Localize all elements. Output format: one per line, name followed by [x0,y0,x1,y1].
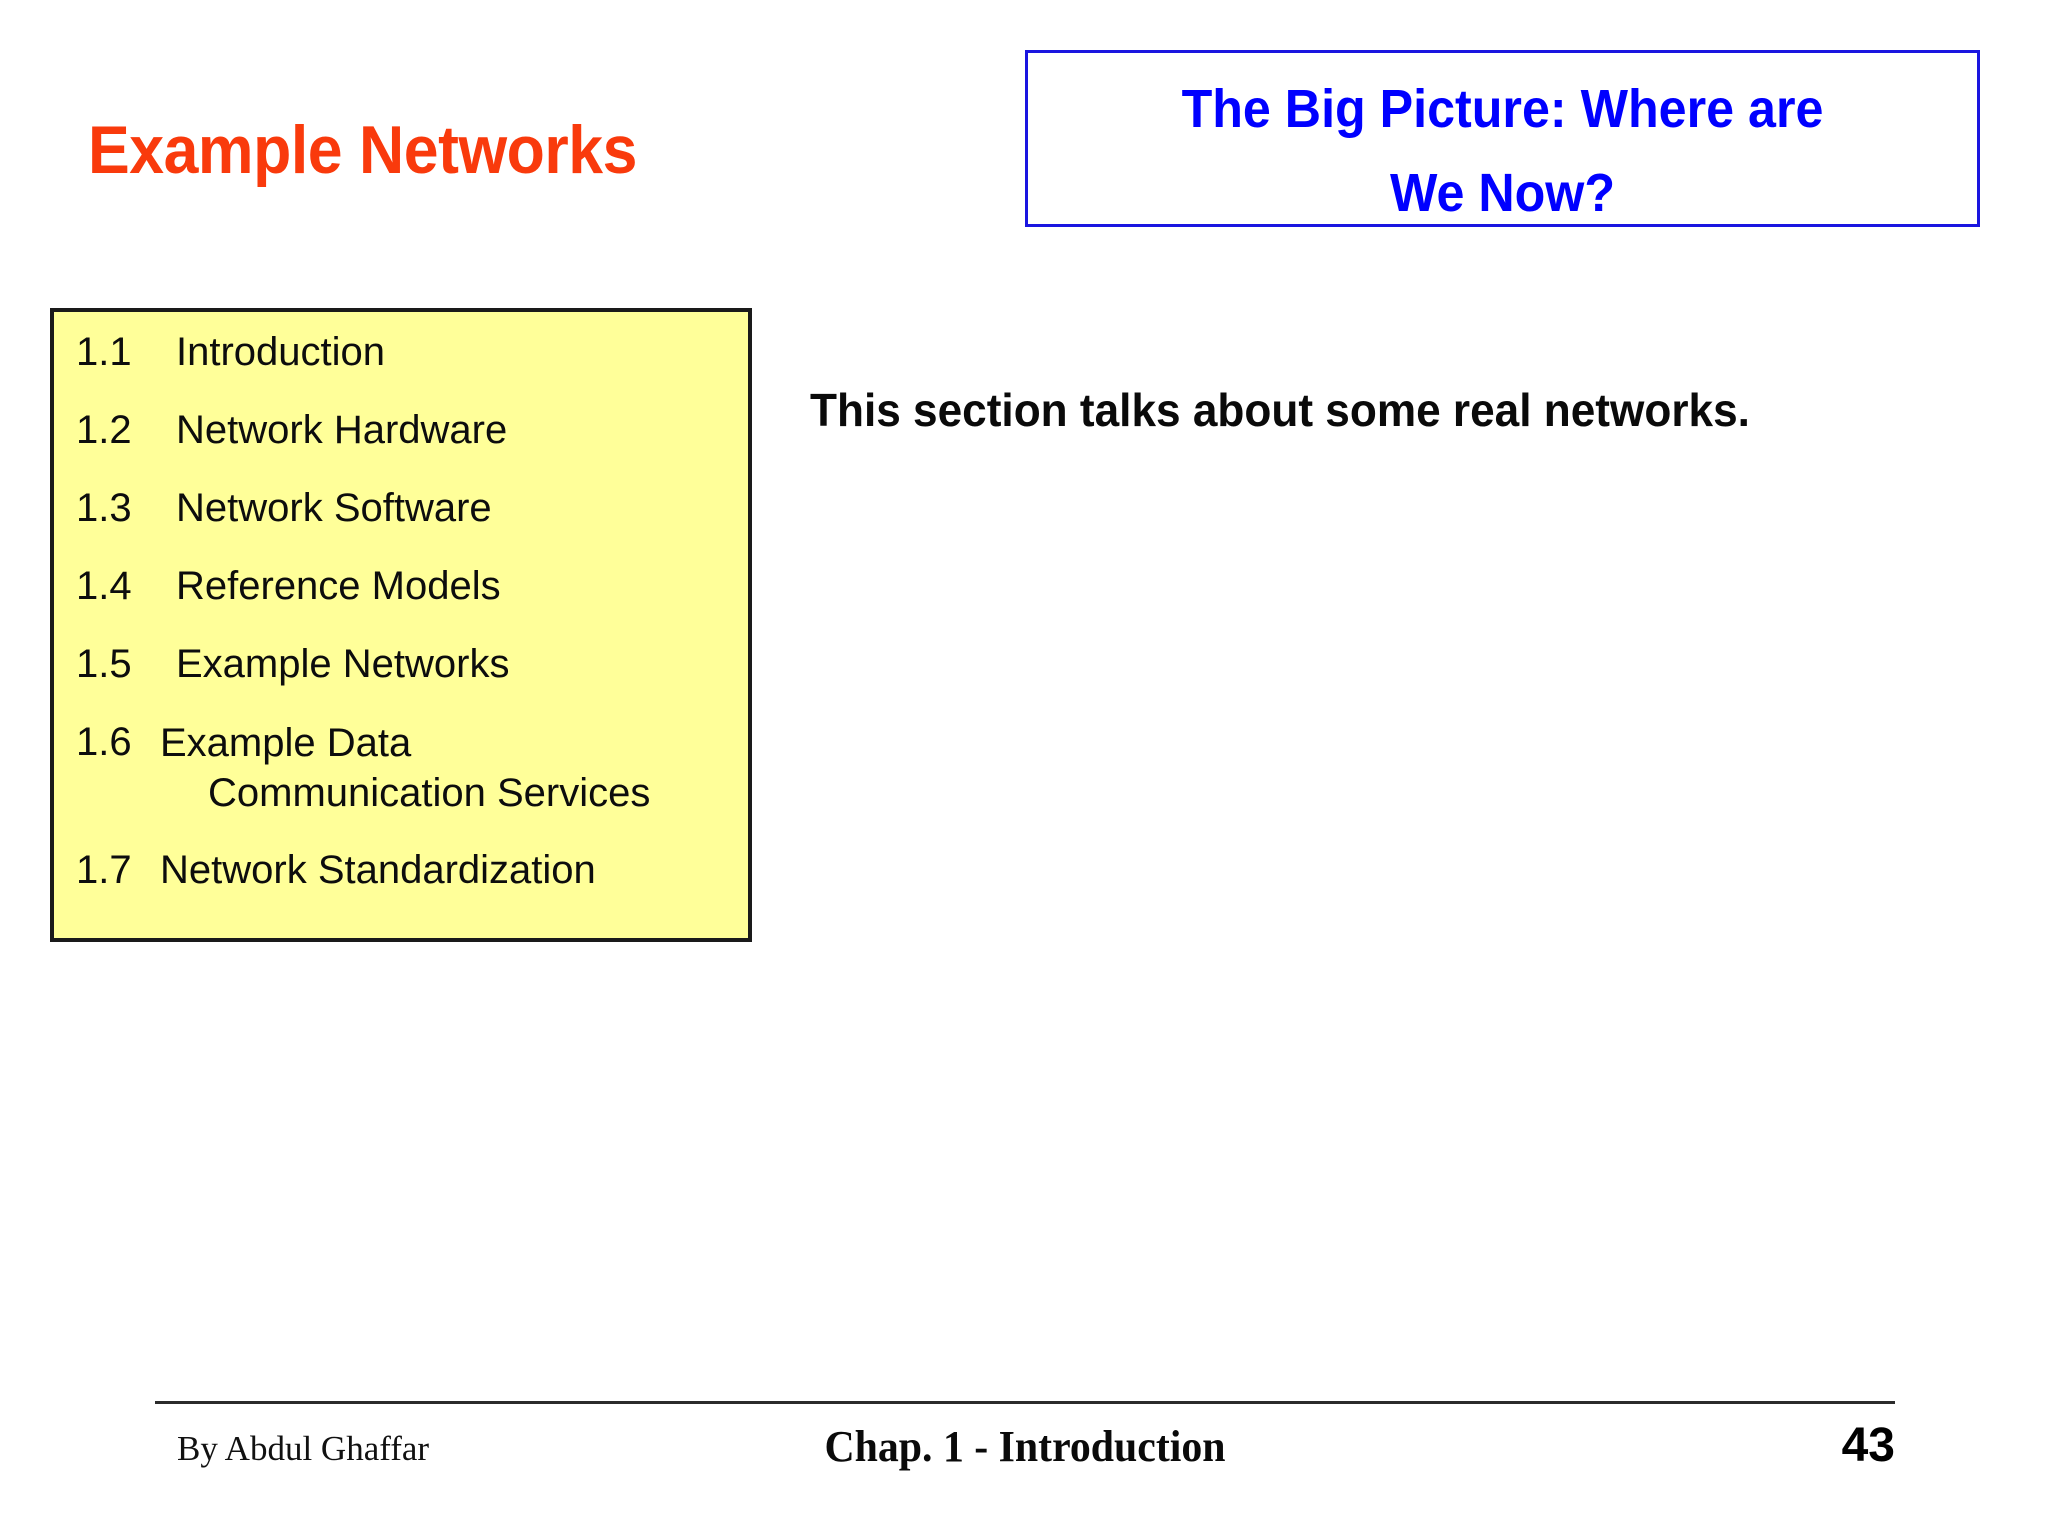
footer-chapter: Chap. 1 - Introduction [824,1422,1226,1471]
body-text: This section talks about some real netwo… [810,384,1750,436]
list-item[interactable]: 1.7 Network Standardization [76,846,738,894]
list-item-number: 1.5 [76,642,132,686]
agenda-list: 1.1 Introduction 1.2 Network Hardware 1.… [76,328,738,924]
list-item[interactable]: 1.6 Example Data Communication Services [76,718,738,818]
footer-page-number: 43 [1841,1419,1895,1472]
list-item[interactable]: 1.1 Introduction [76,328,738,376]
list-item-label: Introduction [176,330,386,374]
big-picture-heading-line2: We Now? [1389,163,1616,223]
list-item-number: 1.3 [76,486,132,530]
page-title: Example Networks [88,112,637,188]
list-item[interactable]: 1.3 Network Software [76,484,738,532]
big-picture-heading: The Big Picture: Where are We Now? [1061,67,1944,235]
list-item[interactable]: 1.2 Network Hardware [76,406,738,454]
list-item-label: Example Data Communication Services [160,718,738,818]
agenda-box: 1.1 Introduction 1.2 Network Hardware 1.… [50,308,752,942]
footer-author: By Abdul Ghaffar [177,1429,430,1468]
list-item-label: Network Software [176,486,492,530]
list-item-label: Network Hardware [176,408,508,452]
big-picture-box: The Big Picture: Where are We Now? [1025,50,1980,227]
big-picture-heading-line1: The Big Picture: Where are [1181,79,1824,139]
list-item[interactable]: 1.5 Example Networks [76,640,738,688]
list-item-number: 1.1 [76,330,132,374]
list-item-label-line2: Communication Services [208,771,651,815]
list-item-label: Network Standardization [160,848,596,892]
list-item-number: 1.2 [76,408,132,452]
list-item-number: 1.4 [76,564,132,608]
list-item-number: 1.7 [76,848,132,892]
footer-divider [155,1401,1895,1404]
footer: By Abdul Ghaffar Chap. 1 - Introduction … [155,1414,1895,1484]
list-item-label: Reference Models [176,564,501,608]
list-item-label-line1: Example Data [160,721,412,765]
list-item-number: 1.6 [76,720,132,764]
list-item[interactable]: 1.4 Reference Models [76,562,738,610]
list-item-label: Example Networks [176,642,510,686]
